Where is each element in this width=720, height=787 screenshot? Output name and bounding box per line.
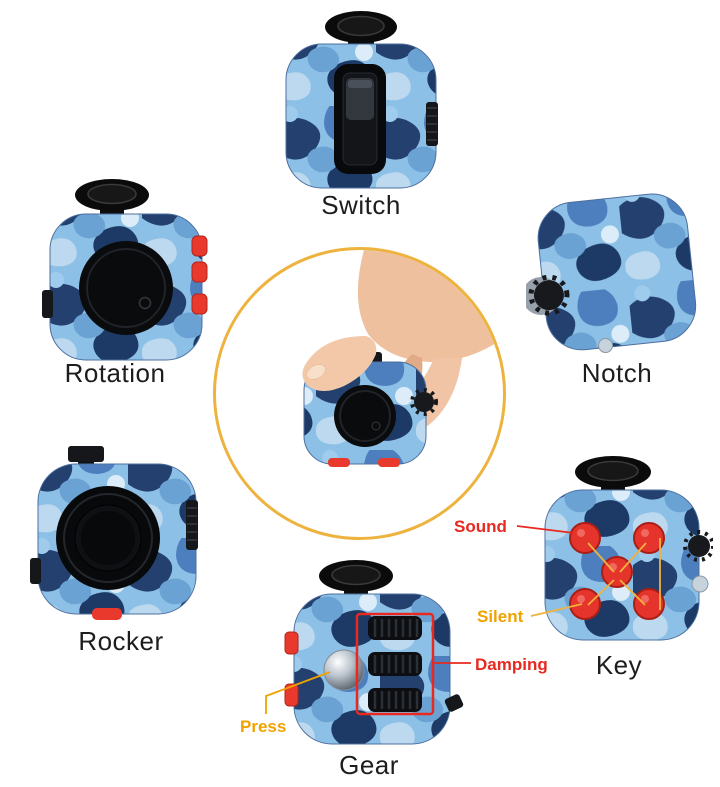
annotation-silent: Silent [477, 607, 524, 626]
key-button [569, 588, 601, 620]
side-tab-icon [444, 694, 464, 712]
gear-slider [368, 652, 422, 676]
key-button [633, 522, 665, 554]
hand-with-cube-svg [302, 250, 503, 467]
gear-slider [368, 688, 422, 712]
switch-rocker [334, 64, 386, 174]
notch-cube-svg [521, 193, 697, 353]
index-finger [302, 336, 377, 391]
side-gear-icon [186, 500, 198, 550]
gear-cube-photo [280, 556, 465, 756]
key-button [633, 588, 665, 620]
rocker-cube-svg [30, 446, 198, 620]
label-rocker: Rocker [78, 626, 164, 656]
label-notch: Notch [581, 358, 653, 388]
notch-gear-icon [521, 274, 570, 316]
spinner-disc-icon [319, 560, 393, 596]
key-button [601, 556, 633, 588]
side-gear-icon [426, 102, 438, 146]
spinner-disc-icon [325, 11, 397, 48]
cube-body [537, 193, 697, 351]
press-ball [323, 649, 365, 691]
annotation-damping: Damping [475, 655, 548, 674]
rocker-ring [56, 486, 160, 590]
switch-cube-photo [276, 6, 446, 191]
side-red-buttons [191, 235, 208, 315]
switch-cube-svg [285, 11, 438, 189]
label-gear: Gear [339, 750, 399, 780]
bottom-red-button [92, 608, 122, 620]
key-cube-photo [533, 446, 715, 651]
key-cube-svg [544, 456, 715, 641]
label-switch: Switch [321, 190, 401, 220]
label-key: Key [595, 650, 643, 680]
gear-cube-svg [284, 560, 464, 745]
rotation-dial [79, 241, 173, 335]
side-tab-icon [30, 558, 41, 584]
notch-cube-photo [521, 188, 706, 358]
spinner-disc-icon [575, 456, 651, 494]
rotation-cube-svg [42, 179, 208, 361]
spinner-disc-icon [75, 179, 149, 216]
side-ball-icon [691, 575, 709, 593]
key-button [569, 522, 601, 554]
label-rotation: Rotation [64, 358, 166, 388]
top-switch-tab-icon [68, 446, 104, 468]
rocker-cube-photo [28, 438, 208, 628]
side-ball-icon [598, 337, 614, 353]
side-tab-icon [42, 290, 53, 318]
annotation-press: Press [240, 717, 287, 736]
hero-circle-photo [213, 247, 506, 540]
rotation-cube-photo [42, 172, 212, 362]
annotation-sound: Sound [454, 517, 507, 536]
gear-sliders [368, 616, 422, 712]
gear-slider [368, 616, 422, 640]
